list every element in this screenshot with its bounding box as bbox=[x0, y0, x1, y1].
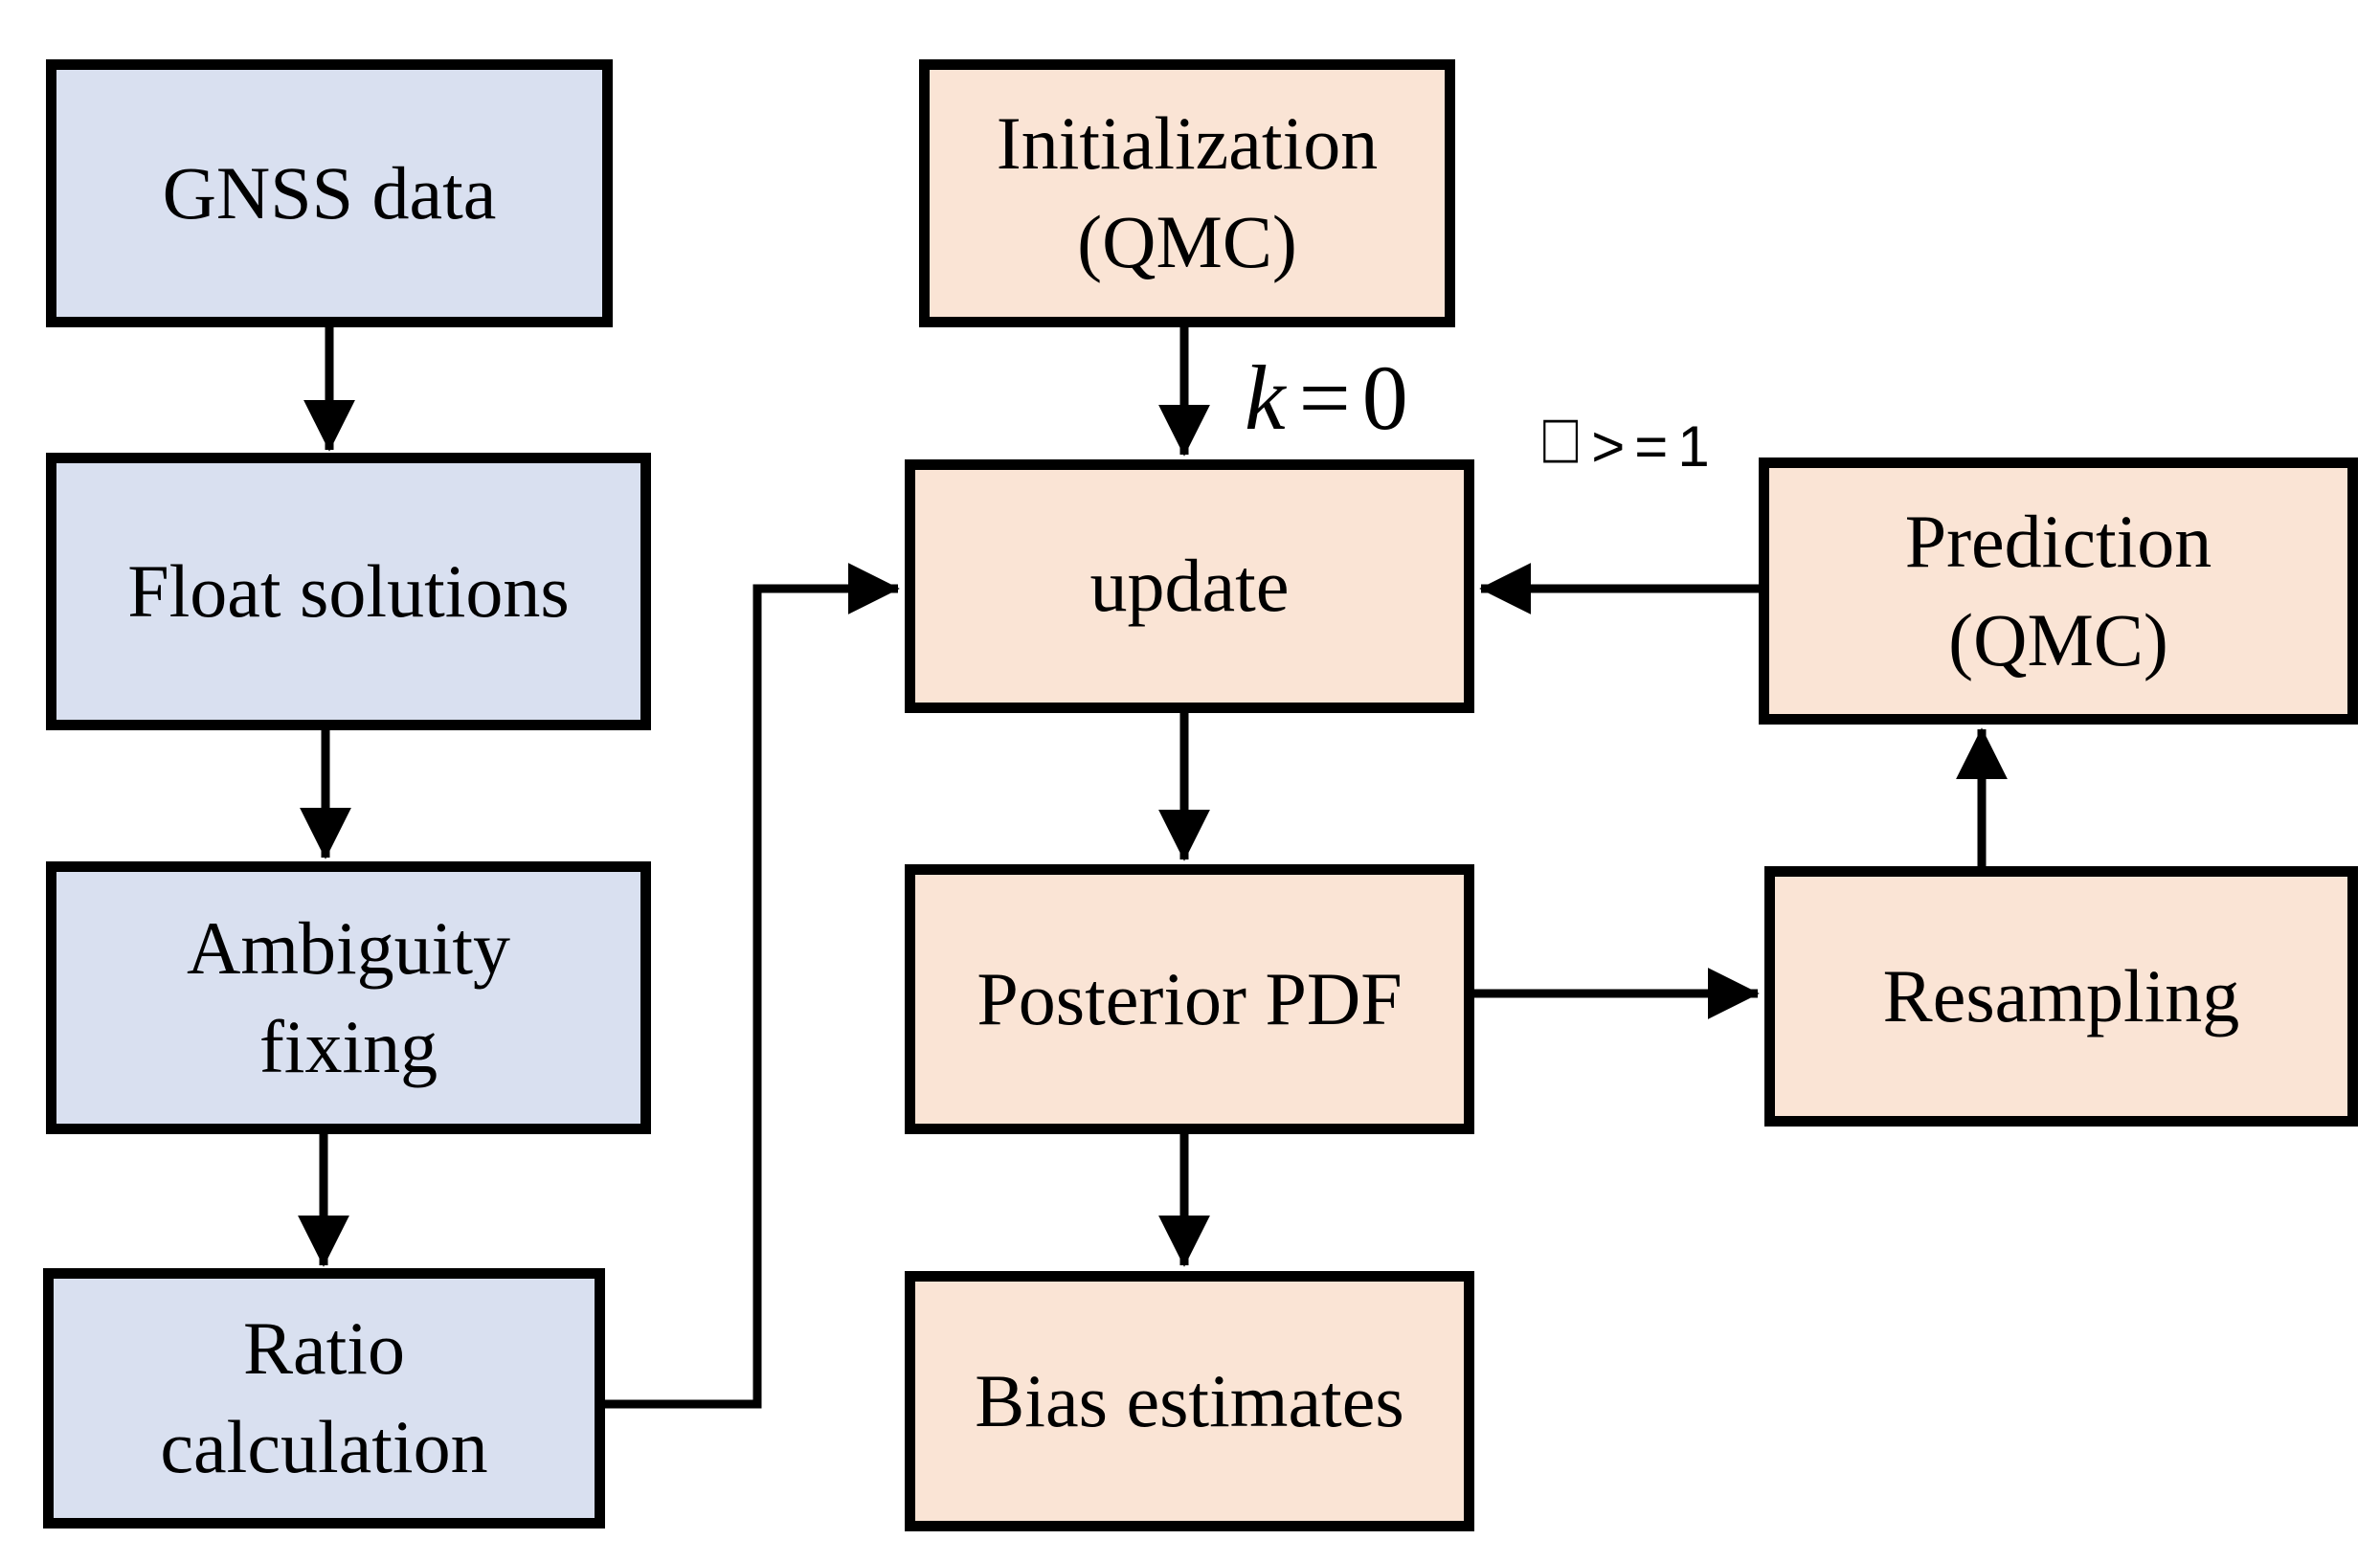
node-ratio-calculation-label: Ratio calculation bbox=[160, 1306, 488, 1488]
node-update-label: update bbox=[1089, 544, 1290, 628]
k-variable: k bbox=[1245, 346, 1286, 449]
missing-glyph-box: □ bbox=[1543, 398, 1588, 479]
k-value: 0 bbox=[1361, 346, 1408, 449]
loop-condition-text: >=1 bbox=[1591, 414, 1719, 479]
node-bias-estimates-label: Bias estimates bbox=[975, 1358, 1404, 1442]
arrow-ratio-to-update-elbow bbox=[601, 563, 900, 1409]
node-update: update bbox=[905, 459, 1474, 713]
node-ambiguity-fixing: Ambiguity fixing bbox=[46, 861, 651, 1134]
node-resampling: Resampling bbox=[1764, 866, 2358, 1127]
edge-label-k-equals-0: k=0 bbox=[1245, 345, 1408, 451]
edge-label-k-greater-equal-1: □>=1 bbox=[1543, 398, 1719, 480]
node-prediction-qmc-label: Prediction (QMC) bbox=[1904, 499, 2212, 681]
node-initialization-qmc-label: Initialization (QMC) bbox=[996, 101, 1379, 283]
node-gnss-data-label: GNSS data bbox=[162, 150, 497, 234]
node-posterior-pdf-label: Posterior PDF bbox=[977, 956, 1403, 1040]
node-bias-estimates: Bias estimates bbox=[905, 1271, 1474, 1531]
node-resampling-label: Resampling bbox=[1882, 953, 2240, 1038]
node-initialization-qmc: Initialization (QMC) bbox=[919, 59, 1455, 327]
node-float-solutions: Float solutions bbox=[46, 453, 651, 730]
node-gnss-data: GNSS data bbox=[46, 59, 613, 327]
node-ratio-calculation: Ratio calculation bbox=[43, 1268, 605, 1529]
equals-sign: = bbox=[1298, 346, 1351, 449]
node-posterior-pdf: Posterior PDF bbox=[905, 864, 1474, 1134]
node-ambiguity-fixing-label: Ambiguity fixing bbox=[186, 905, 510, 1088]
node-prediction-qmc: Prediction (QMC) bbox=[1759, 457, 2358, 725]
node-float-solutions-label: Float solutions bbox=[127, 548, 570, 633]
